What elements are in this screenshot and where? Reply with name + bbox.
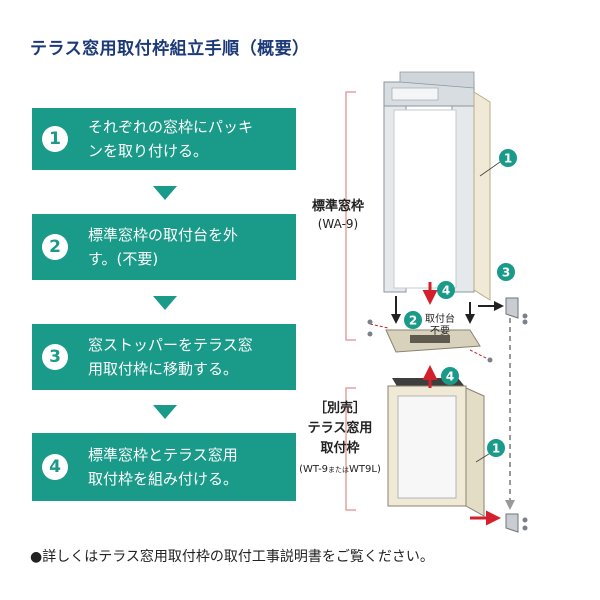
- step-line: す。(不要): [88, 250, 159, 268]
- page-title: テラス窓用取付枠組立手順（概要）: [30, 39, 310, 59]
- marker-2: 2: [404, 311, 422, 329]
- marker-4-top: 4: [437, 281, 455, 299]
- terrace-frame-model: (WT-9またはWT9L): [299, 464, 381, 475]
- standard-frame: [383, 71, 491, 301]
- mount-unneeded-label: 不要: [430, 325, 450, 337]
- standard-frame-model: (WA-9): [318, 217, 358, 231]
- stopper-part-upper: [505, 297, 519, 319]
- svg-text:2: 2: [409, 314, 417, 328]
- screw-icon: [367, 313, 528, 531]
- step-number: 3: [42, 344, 68, 370]
- step-line: ンを取り付ける。: [88, 142, 209, 160]
- step-2: 2 標準窓枠の取付台を外 す。(不要): [32, 214, 296, 280]
- step-line: 窓ストッパーをテラス窓: [88, 336, 253, 354]
- marker-3: 3: [497, 263, 515, 281]
- svg-text:1: 1: [504, 152, 512, 166]
- standard-frame-label: 標準窓枠: [312, 198, 364, 214]
- marker-1-bottom: 1: [487, 439, 505, 457]
- footnote: ●詳しくはテラス窓用取付枠の取付工事説明書をご覧ください。: [30, 549, 434, 565]
- stopper-part-lower: [505, 513, 519, 533]
- down-arrow-icon: [153, 296, 177, 310]
- svg-text:4: 4: [446, 370, 454, 384]
- step-text: 標準窓枠の取付台を外 す。(不要): [88, 223, 286, 271]
- step-number: 2: [42, 234, 68, 260]
- marker-1-top: 1: [499, 149, 517, 167]
- terrace-frame-label-2: 取付枠: [320, 440, 359, 456]
- svg-text:4: 4: [442, 284, 450, 298]
- svg-text:3: 3: [502, 266, 510, 280]
- step-line: 標準窓枠とテラス窓用: [88, 446, 238, 464]
- step-line: 取付枠を組み付ける。: [88, 470, 239, 488]
- step-number: 4: [42, 454, 68, 480]
- terrace-frame-label-1: テラス窓用: [308, 420, 373, 436]
- mounting-base: [369, 323, 491, 361]
- down-arrow-icon: [153, 405, 177, 419]
- terrace-frame: [387, 378, 485, 517]
- svg-text:1: 1: [492, 442, 500, 456]
- mount-label: 取付台: [425, 312, 455, 325]
- step-4: 4 標準窓枠とテラス窓用 取付枠を組み付ける。: [32, 433, 296, 501]
- step-line: それぞれの窓枠にパッキ: [88, 118, 254, 136]
- step-number: 1: [42, 126, 68, 152]
- step-3: 3 窓ストッパーをテラス窓 用取付枠に移動する。: [32, 324, 296, 390]
- bracket-standard: [345, 91, 356, 341]
- step-line: 用取付枠に移動する。: [88, 360, 239, 378]
- separate-sale-label: ［別売］: [314, 400, 366, 416]
- down-arrow-icon: [153, 186, 177, 200]
- bracket-terrace: [345, 387, 356, 511]
- step-line: 標準窓枠の取付台を外: [88, 226, 239, 244]
- step-1: 1 それぞれの窓枠にパッキ ンを取り付ける。: [32, 108, 296, 170]
- step-text: 標準窓枠とテラス窓用 取付枠を組み付ける。: [88, 443, 286, 491]
- marker-4-bottom: 4: [441, 367, 459, 385]
- step-text: それぞれの窓枠にパッキ ンを取り付ける。: [88, 115, 286, 163]
- step-text: 窓ストッパーをテラス窓 用取付枠に移動する。: [88, 333, 286, 381]
